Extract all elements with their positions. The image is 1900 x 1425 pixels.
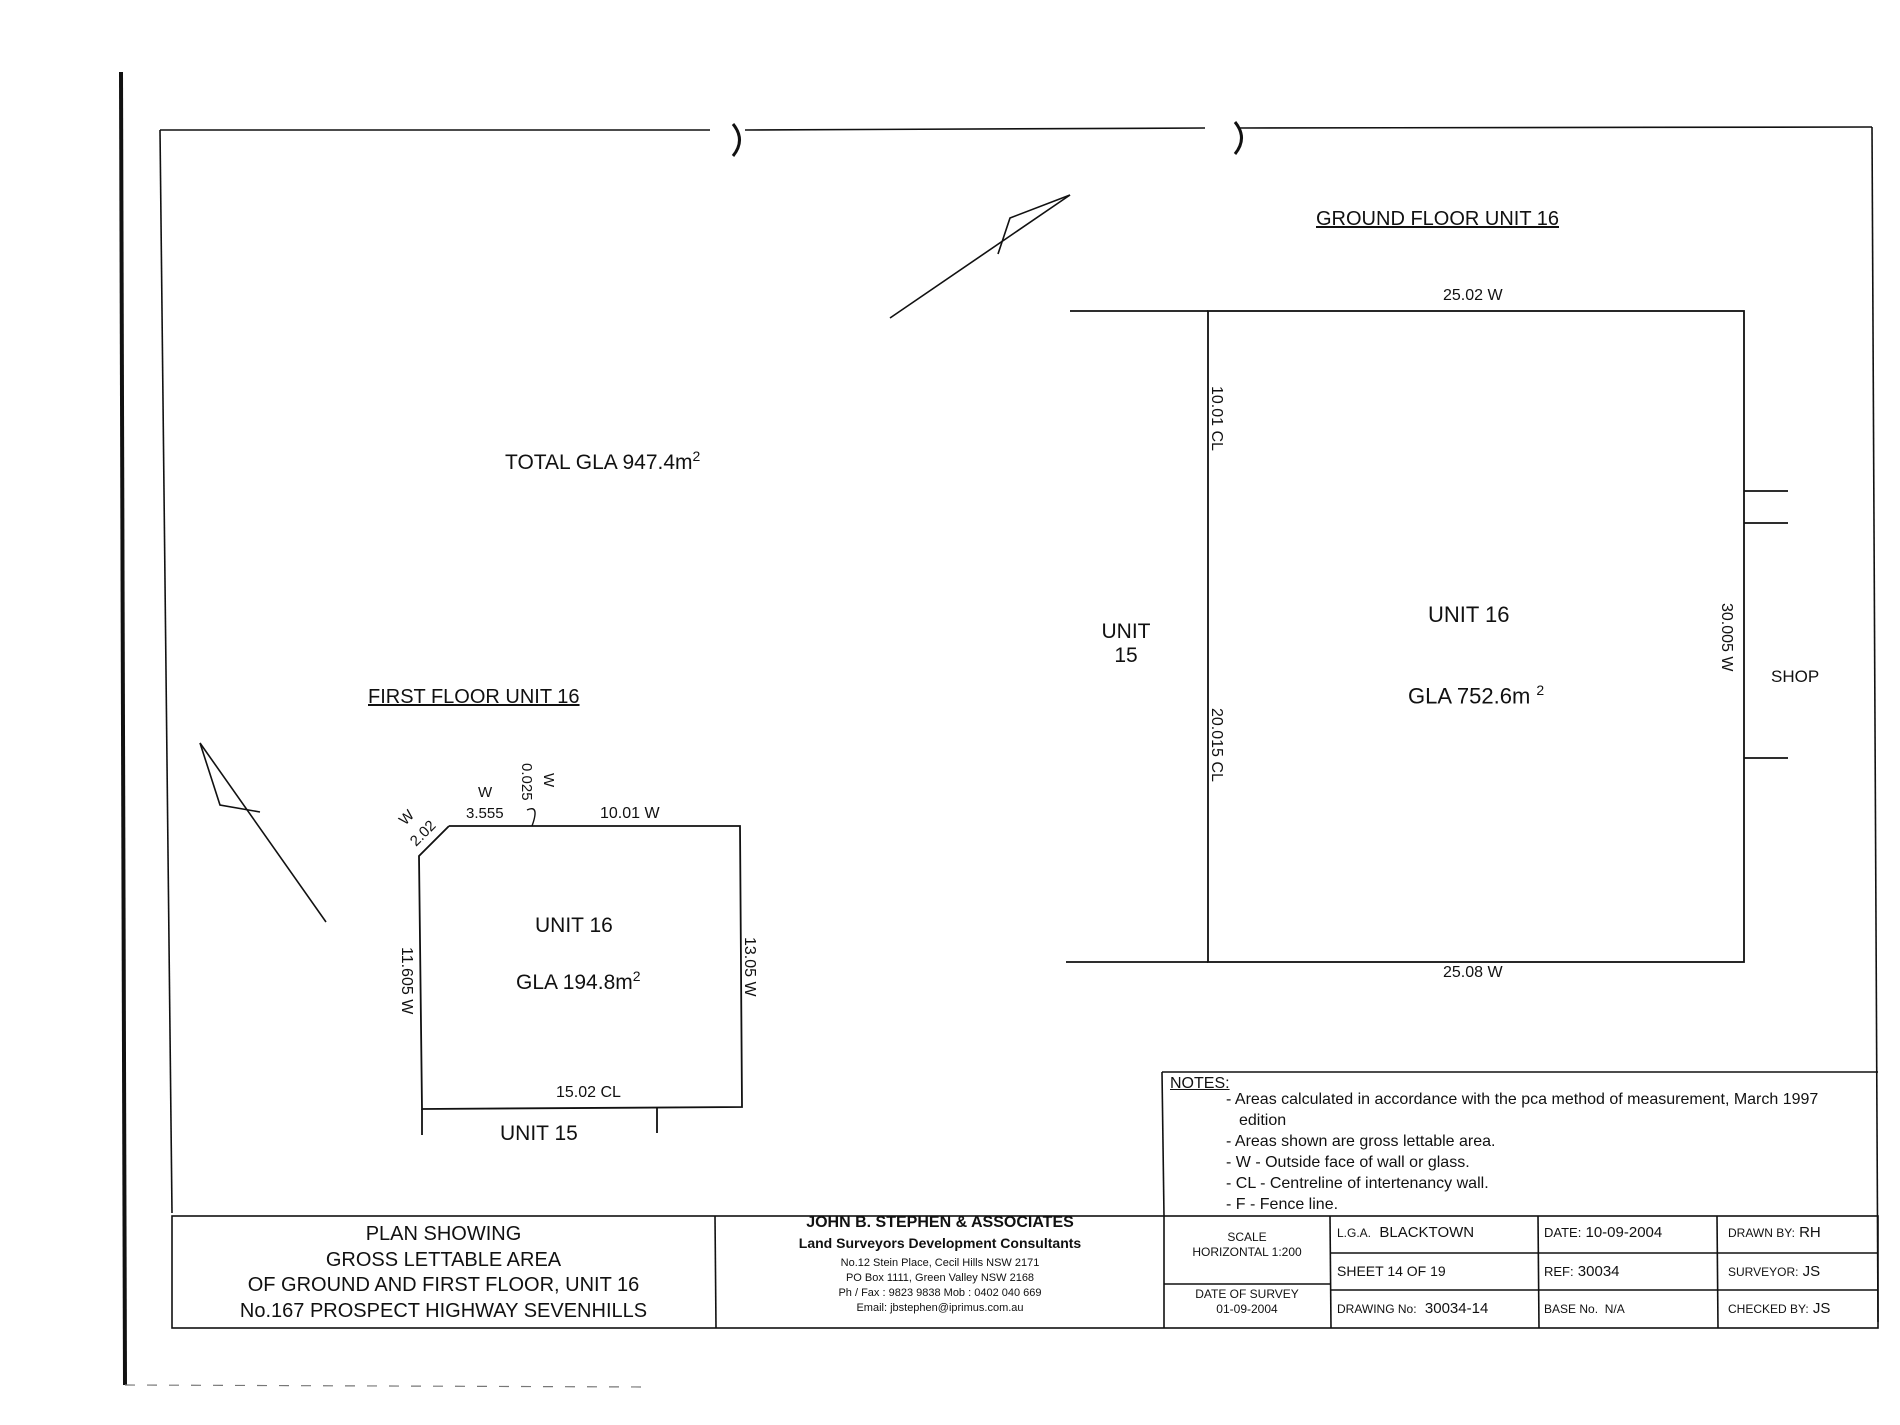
firm-address: No.12 Stein Place, Cecil Hills NSW 2171 … [838, 1257, 1042, 1314]
note-item: edition [1239, 1112, 1287, 1129]
ff-left-dim: 11.605 W [398, 947, 415, 1015]
gf-unit-label: UNIT 16 [1428, 602, 1510, 627]
notes-list: - Areas calculated in accordance with th… [1226, 1089, 1818, 1215]
firm-subtitle: Land Surveyors Development Consultants [798, 1235, 1082, 1251]
ff-gla-label: GLA 194.8m2 [516, 968, 641, 994]
gf-neighbor-shop: SHOP [1771, 667, 1820, 686]
gf-right-dim: 30.005 W [1718, 603, 1735, 672]
total-gla-label: TOTAL GLA 947.4m2 [505, 448, 701, 474]
ff-top-left-w: W [478, 784, 493, 801]
drawing-frame [159, 121, 1879, 1323]
ff-bottom-dim: 15.02 CL [556, 1084, 621, 1101]
gf-left-dim-upper: 10.01 CL [1208, 386, 1225, 451]
north-arrow-lower [199, 742, 327, 923]
north-arrow-upper [889, 194, 1071, 319]
surveyor-cell: SURVEYOR: JS [1728, 1263, 1821, 1280]
ff-small-dim-w: W [540, 773, 557, 788]
ff-heading: FIRST FLOOR UNIT 16 [368, 686, 580, 708]
ff-unit-label: UNIT 16 [535, 914, 613, 937]
note-item: - CL - Centreline of intertenancy wall. [1226, 1175, 1489, 1192]
drawn-by-cell: DRAWN BY: RH [1728, 1224, 1821, 1241]
ff-top-dim: 10.01 W [600, 805, 660, 822]
gf-top-dim: 25.02 W [1443, 287, 1503, 304]
base-cell: BASE No. N/A [1544, 1302, 1625, 1316]
survey-date-cell: DATE OF SURVEY 01-09-2004 [1195, 1287, 1299, 1316]
first-floor-outline [418, 808, 743, 1135]
date-cell: DATE: 10-09-2004 [1544, 1224, 1663, 1241]
ref-cell: REF: 30034 [1544, 1263, 1620, 1280]
note-item: - F - Fence line. [1226, 1196, 1339, 1213]
scale-cell: SCALE HORIZONTAL 1:200 [1192, 1230, 1302, 1259]
ff-right-dim: 13.05 W [741, 937, 758, 997]
note-item: - W - Outside face of wall or glass. [1226, 1154, 1470, 1171]
sheet-cell: SHEET 14 OF 19 [1337, 1263, 1446, 1279]
notes-heading: NOTES: [1170, 1075, 1230, 1092]
firm-block: JOHN B. STEPHEN & ASSOCIATES Land Survey… [716, 1213, 1164, 1316]
title-block-grid [171, 1071, 1879, 1329]
scan-edge-line [119, 71, 127, 1386]
ff-chamfer-w: W [396, 806, 419, 829]
gf-neighbor-unit15: UNIT 15 [1101, 620, 1151, 667]
scan-bottom-edge [124, 1384, 651, 1388]
ff-neighbor-unit15: UNIT 15 [500, 1122, 578, 1145]
plan-title: PLAN SHOWING GROSS LETTABLE AREA OF GROU… [239, 1223, 648, 1322]
drawing-no-cell: DRAWING No: 30034-14 [1337, 1300, 1489, 1317]
firm-name: JOHN B. STEPHEN & ASSOCIATES [806, 1214, 1074, 1231]
ff-top-left-dim: 3.555 [466, 805, 504, 822]
note-item: - Areas calculated in accordance with th… [1226, 1091, 1819, 1108]
checked-by-cell: CHECKED BY: JS [1728, 1300, 1831, 1317]
ground-floor-outline [1066, 310, 1788, 963]
lga-cell: L.G.A. BLACKTOWN [1337, 1224, 1475, 1241]
ff-small-dim: 0.025 [518, 763, 535, 801]
gf-heading: GROUND FLOOR UNIT 16 [1316, 208, 1559, 230]
note-item: - Areas shown are gross lettable area. [1226, 1133, 1496, 1150]
gf-left-dim-lower: 20.015 CL [1208, 708, 1225, 782]
gf-bottom-dim: 25.08 W [1443, 964, 1503, 981]
